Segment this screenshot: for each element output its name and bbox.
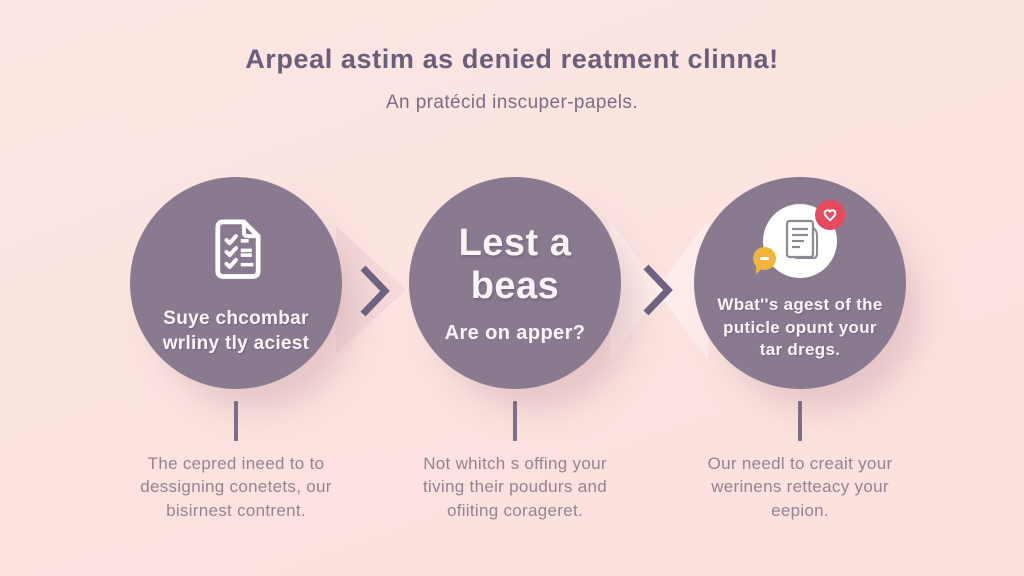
checklist-document-icon: [198, 210, 274, 291]
bubble-dash: [760, 257, 769, 261]
chevron-right-icon: [358, 263, 390, 324]
step-1: Suye chcombar wrliny tly aciest The cepr…: [104, 177, 368, 522]
step-2-heading: Lest a beas: [458, 221, 572, 307]
step-3-label: Wbat''s agest of the puticle opunt your …: [717, 295, 883, 360]
document-icon: [785, 220, 818, 260]
chevron-right-icon: [641, 262, 673, 323]
step-3-connector-line: [798, 401, 802, 441]
document-feedback-icon: [753, 200, 845, 279]
page-title: Arpeal astim as denied reatment clinna!: [245, 44, 779, 74]
step-1-circle: Suye chcombar wrliny tly aciest: [130, 177, 342, 389]
step-1-connector-line: [234, 401, 238, 441]
step-2: Lest a beas Are on apper? Not whitch s o…: [383, 177, 647, 522]
step-2-caption: Not whitch s offing your tiving their po…: [423, 454, 607, 520]
page-subtitle: An pratécid inscuper-papels.: [385, 92, 638, 113]
heart-badge-icon: [815, 200, 845, 231]
step-3: Wbat''s agest of the puticle opunt your …: [668, 177, 932, 522]
step-2-subheading: Are on apper?: [444, 321, 586, 344]
header: Arpeal astim as denied reatment clinna! …: [0, 44, 1024, 114]
step-2-connector-line: [513, 401, 517, 441]
step-1-label: Suye chcombar wrliny tly aciest: [162, 307, 310, 354]
step-3-caption: Our needl to creait your werinens rettea…: [707, 454, 893, 520]
chat-bubble-icon: [753, 247, 776, 271]
step-3-circle: Wbat''s agest of the puticle opunt your …: [694, 177, 906, 389]
step-1-caption: The cepred ineed to to dessigning conete…: [140, 454, 332, 520]
step-2-circle: Lest a beas Are on apper?: [409, 177, 621, 389]
